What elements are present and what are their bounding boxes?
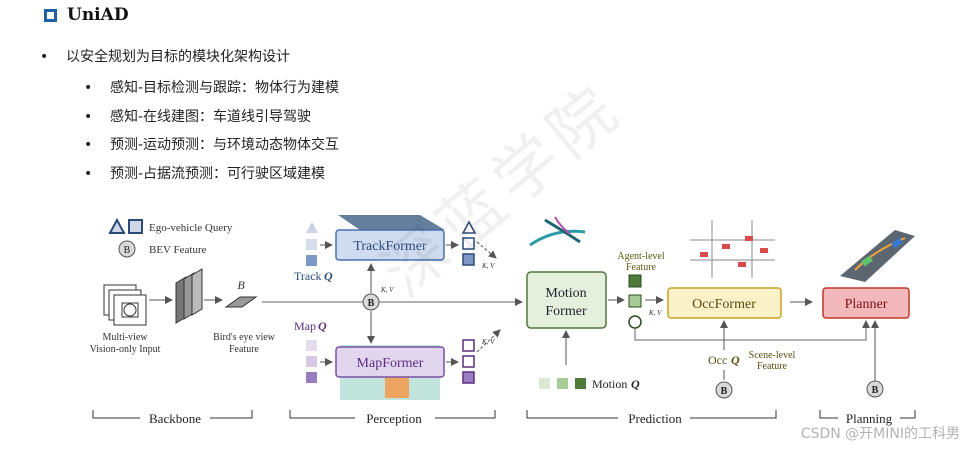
map-query-stack <box>306 340 317 383</box>
stage-backbone-label: Backbone <box>149 411 201 426</box>
planner-bev-symbol: B <box>872 385 879 396</box>
occupancy-scene-image <box>688 220 776 278</box>
motion-trajectory-icon <box>529 216 586 247</box>
query-triangle-icon <box>108 217 126 234</box>
stage-brackets <box>92 410 916 419</box>
planner-bev-icon <box>866 380 884 398</box>
occformer-label: OccFormer <box>692 297 756 312</box>
legend-bev-label: BEV Feature <box>149 244 207 256</box>
perception-bev-icon <box>362 293 380 311</box>
perception-kv-label: K, V <box>380 286 394 294</box>
motion-query-stack <box>539 378 586 389</box>
agent-to-planner-arrow <box>634 320 870 341</box>
agent-kv-label: K, V <box>648 309 662 317</box>
map-q-symbol: Q <box>318 319 327 333</box>
input-label-1: Multi-view <box>103 332 149 343</box>
occformer-box <box>667 287 782 319</box>
motionformer-label-2: Former <box>545 304 587 319</box>
sub-bullet: • 预测-运动预测：与环境动态物体交互 <box>84 134 339 154</box>
planner-label: Planner <box>845 297 888 312</box>
track-query-stack <box>306 222 318 266</box>
bev-label-1: Bird's eye view <box>213 332 276 343</box>
bev-b-italic: B <box>237 278 245 292</box>
stage-planning-label: Planning <box>846 411 893 426</box>
track-output-stack <box>461 220 477 266</box>
bullet-dot-icon: • <box>84 109 93 125</box>
legend: Ego-vehicle Query B BEV Feature <box>108 217 233 258</box>
sub-bullet: • 感知-在线建图：车道线引导驾驶 <box>84 106 311 126</box>
map-q-label: Map <box>294 319 316 333</box>
occ-q-label: Occ <box>708 353 727 367</box>
occ-bev-icon <box>715 381 733 399</box>
bev-label-2: Feature <box>229 344 260 355</box>
bullet-dot-icon: • <box>40 49 49 65</box>
motion-q-symbol: Q <box>631 377 640 391</box>
multi-view-input-icon <box>103 284 147 326</box>
input-label-2: Vision-only Input <box>90 344 161 355</box>
page-title: UniAD <box>67 5 129 25</box>
bev-b-icon <box>118 240 136 258</box>
bullet-dot-icon: • <box>84 137 93 153</box>
occ-q-symbol: Q <box>731 353 740 367</box>
bullet-dot-icon: • <box>84 166 93 182</box>
planner-scene-image <box>840 230 915 282</box>
planner-box <box>822 287 910 319</box>
mapformer-label: MapFormer <box>357 356 424 371</box>
agent-level-label-2: Feature <box>626 262 657 273</box>
motion-q-label: Motion <box>592 377 627 391</box>
sub-bullet-text: 预测-占据流预测：可行驶区域建模 <box>110 166 326 182</box>
sub-bullet-text: 感知-在线建图：车道线引导驾驶 <box>110 109 312 125</box>
bullet-dot-icon: • <box>84 80 93 96</box>
backbone-network-icon <box>175 268 203 324</box>
sub-bullet-text: 预测-运动预测：与环境动态物体交互 <box>110 137 340 153</box>
main-bullet: • 以安全规划为目标的模块化架构设计 <box>40 46 290 66</box>
query-square-icon <box>128 219 143 234</box>
mapformer-box <box>335 346 445 378</box>
track-kv-label: K, V <box>481 262 495 270</box>
track-q-symbol: Q <box>324 269 333 283</box>
square-bullet-icon <box>44 8 57 22</box>
scene-level-label-1: Scene-level <box>749 350 796 361</box>
agent-feature-stack <box>628 274 642 329</box>
trackformer-box <box>335 229 445 261</box>
map-output-stack <box>462 339 475 384</box>
stage-prediction-label: Prediction <box>628 411 682 426</box>
track-scene-image <box>338 215 445 230</box>
stage-perception-label: Perception <box>366 411 422 426</box>
occ-bev-symbol: B <box>721 386 728 397</box>
motionformer-label-1: Motion <box>545 286 586 301</box>
map-kv-label: K, V <box>481 338 495 346</box>
trackformer-label: TrackFormer <box>353 239 427 254</box>
sub-bullet: • 感知-目标检测与跟踪：物体行为建模 <box>84 77 339 97</box>
bev-b-symbol: B <box>124 245 131 256</box>
motionformer-box <box>526 271 607 329</box>
title-row: UniAD <box>44 5 129 25</box>
agent-level-label-1: Agent-level <box>617 251 664 262</box>
track-q-label: Track <box>294 269 322 283</box>
perception-bev-symbol: B <box>368 298 375 309</box>
legend-query-label: Ego-vehicle Query <box>149 222 233 234</box>
sub-bullet-text: 感知-目标检测与跟踪：物体行为建模 <box>110 80 340 96</box>
scene-level-label-2: Feature <box>757 361 788 372</box>
csdn-watermark: CSDN @开MINI的工科男 <box>800 426 960 442</box>
main-bullet-text: 以安全规划为目标的模块化架构设计 <box>66 49 290 65</box>
sub-bullet: • 预测-占据流预测：可行驶区域建模 <box>84 163 325 183</box>
bev-feature-icon <box>224 296 258 308</box>
